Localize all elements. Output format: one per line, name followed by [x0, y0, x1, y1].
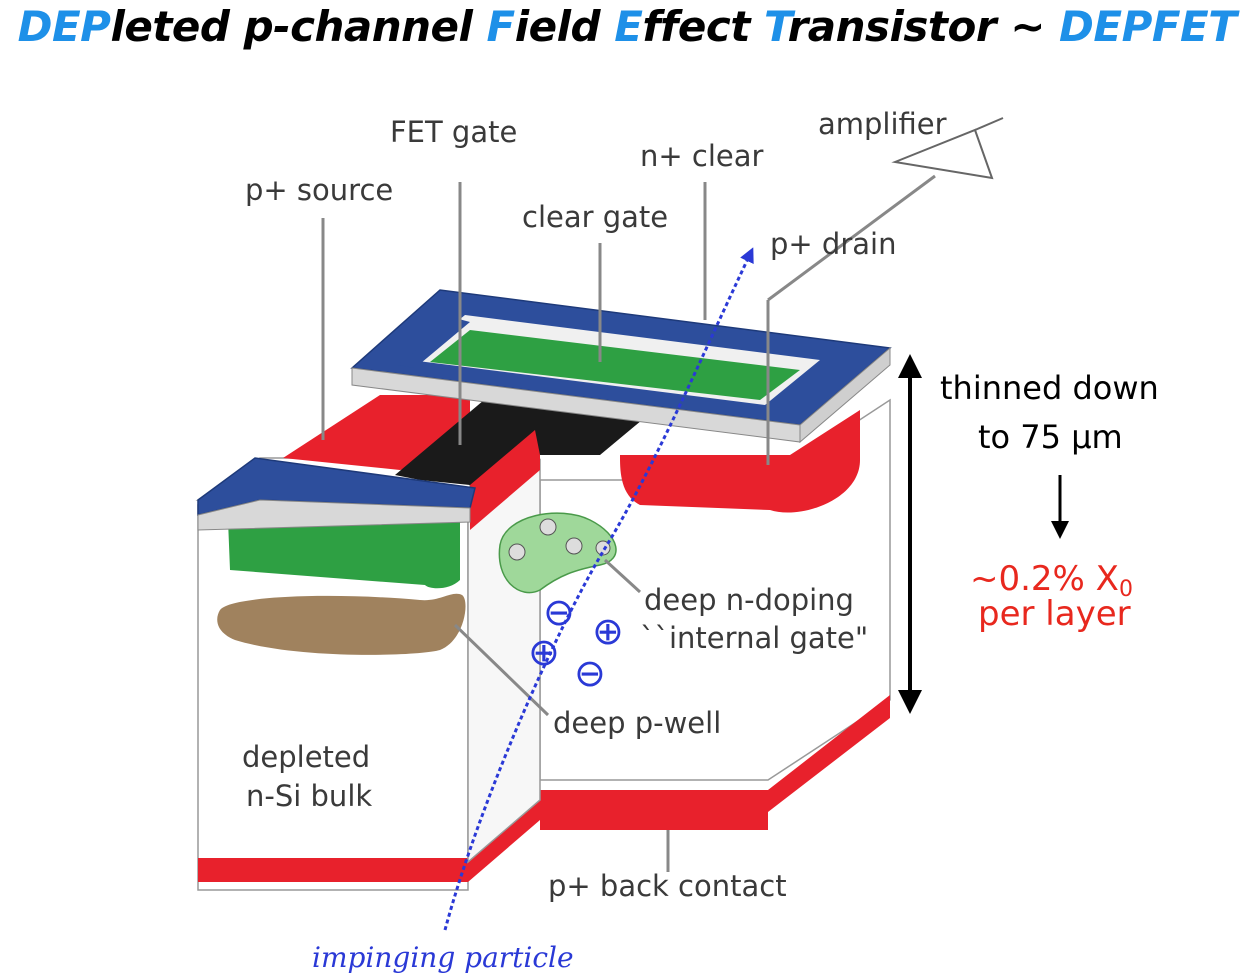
title-highlight: E [614, 2, 643, 51]
annotation-per-layer: per layer [978, 594, 1131, 634]
p-drain-region [620, 410, 860, 513]
amplifier-triangle [891, 128, 994, 180]
annotation-x0-sub: 0 [1119, 577, 1133, 602]
label-p-source: p+ source [245, 173, 393, 207]
electron-dot [539, 518, 557, 536]
pointer-lines [321, 174, 936, 872]
pointer-drain-amp [767, 174, 936, 302]
label-fet-gate: FET gate [390, 115, 517, 149]
annotation-x0-prefix: ~0.2% X [970, 559, 1119, 599]
amplifier-output [974, 117, 1004, 131]
hole-icon: ⊕ [528, 630, 560, 674]
label-internal-gate: ``internal gate" [640, 621, 868, 655]
electron-dot [595, 540, 611, 556]
title-highlight: DEP [17, 2, 111, 51]
title-text: ransistor ~ [787, 2, 1060, 51]
red-strip [470, 425, 540, 530]
label-deep-n-doping: deep n-doping [644, 583, 854, 617]
front-strip-grey [197, 499, 471, 531]
clear-gate-strip [430, 330, 800, 400]
label-impinging-particle: impinging particle [312, 941, 574, 974]
deep-p-well [217, 593, 466, 655]
back-contact-right-front [540, 805, 768, 830]
title-highlight: DEPFET [1059, 2, 1237, 51]
title-highlight: F [486, 2, 516, 51]
left-green-region [228, 520, 460, 589]
amplifier-icon [891, 117, 1004, 180]
label-n-clear: n+ clear [640, 139, 764, 173]
electron-icon: ⊖ [574, 651, 606, 695]
electron-dot [565, 537, 583, 555]
title-text: ffect [642, 2, 765, 51]
back-contact-left-slope [468, 796, 540, 882]
title-text: leted p-channel [110, 2, 487, 51]
electron-icon: ⊖ [543, 590, 575, 634]
back-contact-left [198, 858, 468, 882]
label-amplifier: amplifier [818, 107, 947, 141]
front-strip [197, 457, 476, 531]
ring-grey-side [799, 346, 891, 444]
title-highlight: T [764, 2, 788, 51]
title-text: ield [514, 2, 615, 51]
ring-blue-inner [398, 318, 470, 368]
back-contact-right [540, 695, 890, 812]
label-p-drain: p+ drain [770, 227, 896, 261]
page-title: DEPleted p-channel Field Effect Transist… [0, 2, 1254, 51]
label-depleted: depleted [242, 740, 370, 774]
label-back-contact: p+ back contact [548, 869, 787, 903]
annotation-thinned-line2: to 75 µm [978, 418, 1123, 456]
label-n-si-bulk: n-Si bulk [246, 779, 372, 813]
label-deep-p-well: deep p-well [553, 706, 721, 740]
hole-icon: ⊕ [592, 609, 624, 653]
internal-gate-region [498, 512, 617, 594]
electron-dot [508, 543, 526, 561]
annotation-x0: ~0.2% X0 [970, 559, 1133, 602]
internal-gate-electrons [508, 518, 611, 561]
pointer-p-well [453, 623, 550, 717]
pointer-internal-gate [603, 558, 642, 594]
annotation-thinned-line1: thinned down [940, 369, 1159, 407]
label-clear-gate: clear gate [522, 200, 668, 234]
clear-ring [350, 289, 892, 444]
